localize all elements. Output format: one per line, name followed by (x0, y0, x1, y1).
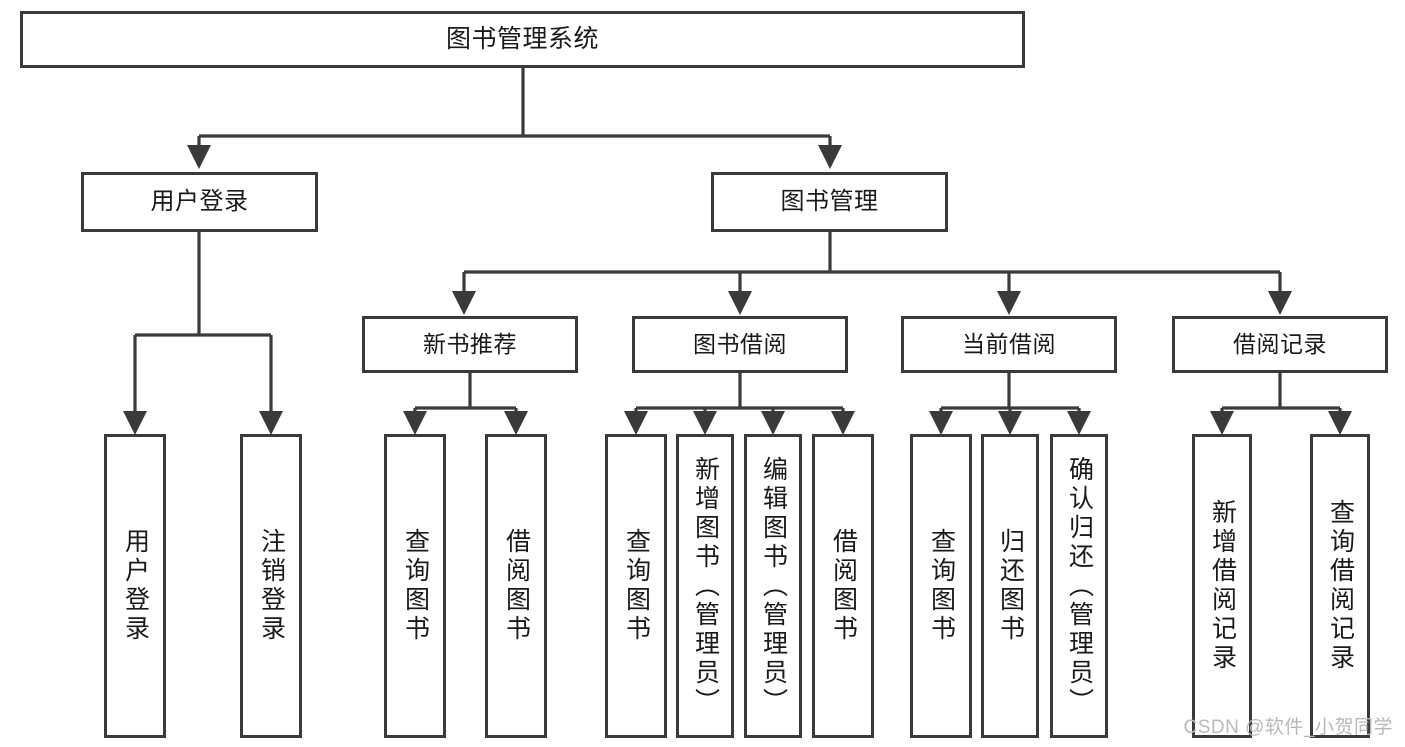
leaf-borrow-borrow-book[interactable]: 借阅图书 (812, 434, 874, 738)
node-label: 图书管理系统 (445, 24, 599, 53)
node-label: 用户登录 (150, 187, 249, 215)
leaf-logout-login[interactable]: 注销登录 (240, 434, 302, 738)
node-label: 用户登录 (121, 528, 150, 644)
node-label: 借阅图书 (829, 528, 858, 644)
node-label: 归还图书 (996, 528, 1025, 644)
node-book-management[interactable]: 图书管理 (711, 172, 948, 232)
node-label: 查询图书 (927, 528, 956, 644)
leaf-record-add-borrow-record[interactable]: 新增借阅记录 (1192, 434, 1252, 738)
leaf-user-login[interactable]: 用户登录 (104, 434, 166, 738)
node-borrow-record[interactable]: 借阅记录 (1172, 316, 1388, 373)
node-label: 新书推荐 (423, 330, 517, 357)
node-label: 确认归还（管理员） (1065, 455, 1094, 717)
leaf-borrow-query-book[interactable]: 查询图书 (605, 434, 667, 738)
leaf-borrow-edit-book-admin[interactable]: 编辑图书（管理员） (744, 434, 802, 738)
leaf-recommend-query-book[interactable]: 查询图书 (384, 434, 446, 738)
node-current-borrow[interactable]: 当前借阅 (901, 316, 1117, 373)
csdn-watermark: CSDN @软件_小贺同学 (1183, 717, 1393, 738)
node-book-borrow[interactable]: 图书借阅 (632, 316, 848, 373)
node-label: 注销登录 (257, 528, 286, 644)
node-label: 新增借阅记录 (1208, 499, 1237, 673)
leaf-current-return-book[interactable]: 归还图书 (981, 434, 1039, 738)
node-label: 查询图书 (622, 528, 651, 644)
leaf-borrow-add-book-admin[interactable]: 新增图书（管理员） (676, 434, 734, 738)
node-user-login[interactable]: 用户登录 (81, 172, 318, 232)
node-label: 借阅图书 (502, 528, 531, 644)
node-label: 新增图书（管理员） (691, 455, 720, 717)
node-new-book-recommend[interactable]: 新书推荐 (362, 316, 578, 373)
leaf-record-query-borrow-record[interactable]: 查询借阅记录 (1310, 434, 1370, 738)
node-label: 借阅记录 (1233, 330, 1327, 357)
node-root-system[interactable]: 图书管理系统 (20, 11, 1025, 68)
leaf-current-confirm-return-admin[interactable]: 确认归还（管理员） (1050, 434, 1108, 738)
leaf-current-query-book[interactable]: 查询图书 (910, 434, 972, 738)
leaf-recommend-borrow-book[interactable]: 借阅图书 (485, 434, 547, 738)
node-label: 查询图书 (401, 528, 430, 644)
node-label: 图书管理 (780, 187, 879, 215)
node-label: 查询借阅记录 (1326, 499, 1355, 673)
node-label: 图书借阅 (693, 330, 787, 357)
node-label: 编辑图书（管理员） (759, 455, 788, 717)
node-label: 当前借阅 (962, 330, 1056, 357)
